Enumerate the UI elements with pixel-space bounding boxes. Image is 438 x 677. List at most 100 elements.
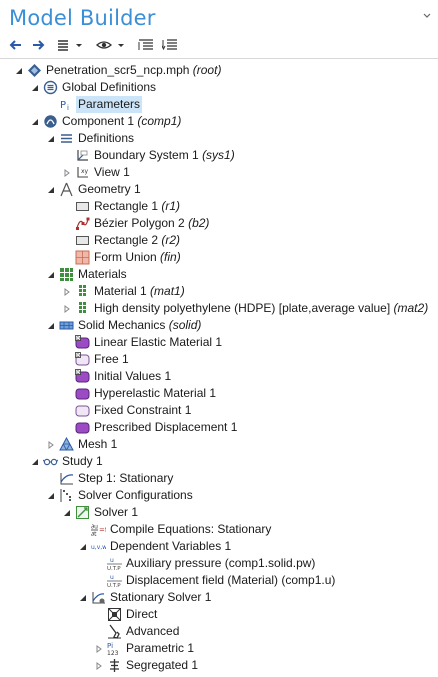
collapse-toggle[interactable] bbox=[46, 317, 56, 334]
tree-node[interactable]: Material 1 (mat1) bbox=[0, 283, 438, 300]
tree-node[interactable]: Boundary System 1 (sys1) bbox=[0, 147, 438, 164]
tree-node-label: Fixed Constraint 1 bbox=[92, 402, 193, 419]
tree-node[interactable]: Bézier Polygon 2 (b2) bbox=[0, 215, 438, 232]
tree-node-label: Segregated 1 bbox=[124, 657, 200, 674]
tree-node[interactable]: Solver 1 bbox=[0, 504, 438, 521]
tree-node-text: Displacement field (Material) (comp1.u) bbox=[126, 573, 336, 587]
svg-text:U.T.P: U.T.P bbox=[107, 566, 121, 571]
collapse-toggle[interactable] bbox=[78, 589, 88, 606]
tree-node[interactable]: Penetration_scr5_ncp.mph (root) bbox=[0, 62, 438, 79]
tree-node[interactable]: Advanced bbox=[0, 623, 438, 640]
tree-node[interactable]: Definitions bbox=[0, 130, 438, 147]
tree-node[interactable]: Prescribed Displacement 1 bbox=[0, 419, 438, 436]
vertical-scrollbar[interactable] bbox=[434, 62, 438, 674]
collapse-toggle[interactable] bbox=[46, 130, 56, 147]
collapse-toggle[interactable] bbox=[30, 79, 40, 96]
collapse-toggle[interactable] bbox=[62, 504, 72, 521]
collapsed-triangle-icon bbox=[96, 661, 102, 670]
tree-node[interactable]: Form Union (fin) bbox=[0, 249, 438, 266]
collapsed-triangle-icon bbox=[48, 440, 54, 449]
tree-node-label: Stationary Solver 1 bbox=[108, 589, 213, 606]
tree-node-label: Hyperelastic Material 1 bbox=[92, 385, 218, 402]
svg-text:D: D bbox=[76, 353, 80, 359]
expand-toggle[interactable] bbox=[94, 640, 104, 657]
collapse-toggle[interactable] bbox=[14, 62, 24, 79]
svg-text:P: P bbox=[60, 100, 66, 111]
panel-menu-chevron-icon[interactable] bbox=[422, 8, 432, 18]
collapse-toggle[interactable] bbox=[46, 266, 56, 283]
tree-node-text: Direct bbox=[126, 607, 158, 621]
list-icon bbox=[58, 40, 82, 51]
expand-toggle[interactable] bbox=[94, 657, 104, 674]
tree-node[interactable]: High density polyethylene (HDPE) [plate,… bbox=[0, 300, 438, 317]
tree-node[interactable]: Mesh 1 bbox=[0, 436, 438, 453]
tree-node-label: Auxiliary pressure (comp1.solid.pw) bbox=[124, 555, 317, 572]
tree-node[interactable]: Geometry 1 bbox=[0, 181, 438, 198]
collapse-toggle[interactable] bbox=[30, 453, 40, 470]
tree-node[interactable]: Step 1: Stationary bbox=[0, 470, 438, 487]
tree-node-label: Boundary System 1 (sys1) bbox=[92, 147, 237, 164]
tree-node-label: Penetration_scr5_ncp.mph (root) bbox=[44, 62, 223, 79]
tree-node[interactable]: Solver Configurations bbox=[0, 487, 438, 504]
view-icon: xy bbox=[75, 165, 90, 180]
collapse-toggle[interactable] bbox=[30, 113, 40, 130]
collapsed-triangle-icon bbox=[64, 168, 70, 177]
geometry-icon bbox=[59, 182, 74, 197]
tree-node[interactable]: Rectangle 1 (r1) bbox=[0, 198, 438, 215]
tree-node[interactable]: Fixed Constraint 1 bbox=[0, 402, 438, 419]
segregated-icon bbox=[107, 658, 122, 673]
tree-node[interactable]: Materials bbox=[0, 266, 438, 283]
tree-node[interactable]: Global Definitions bbox=[0, 79, 438, 96]
expanded-triangle-icon bbox=[48, 135, 54, 142]
tree-node[interactable]: Stationary Solver 1 bbox=[0, 589, 438, 606]
expand-toggle[interactable] bbox=[62, 164, 72, 181]
tree-node-label: Material 1 (mat1) bbox=[92, 283, 187, 300]
tree-node-label: Displacement field (Material) (comp1.u) bbox=[124, 572, 337, 589]
tree-node[interactable]: Segregated 1 bbox=[0, 657, 438, 674]
tree-node-label: Rectangle 2 (r2) bbox=[92, 232, 182, 249]
list-menu-button[interactable] bbox=[56, 36, 86, 54]
tree-node[interactable]: Rectangle 2 (r2) bbox=[0, 232, 438, 249]
forward-button[interactable] bbox=[32, 36, 46, 54]
svg-text:∂u: ∂u bbox=[91, 524, 98, 531]
domain-node-purple-icon bbox=[75, 386, 90, 401]
tree-node-tag: (fin) bbox=[160, 250, 181, 264]
tree-node-text: Solid Mechanics bbox=[78, 318, 166, 332]
expand-toggle[interactable] bbox=[62, 283, 72, 300]
back-button[interactable] bbox=[8, 36, 22, 54]
collapse-toggle[interactable] bbox=[78, 538, 88, 555]
tree-node-text: Study 1 bbox=[62, 454, 103, 468]
collapse-toggle[interactable] bbox=[46, 181, 56, 198]
tree-node[interactable]: Hyperelastic Material 1 bbox=[0, 385, 438, 402]
tree-node-tag: (mat1) bbox=[150, 284, 185, 298]
tree-node[interactable]: Solid Mechanics (solid) bbox=[0, 317, 438, 334]
expand-toggle[interactable] bbox=[62, 300, 72, 317]
tree-node[interactable]: Direct bbox=[0, 606, 438, 623]
expanded-triangle-icon bbox=[32, 84, 38, 91]
view-menu-button[interactable] bbox=[96, 36, 128, 54]
tree-node[interactable]: Component 1 (comp1) bbox=[0, 113, 438, 130]
tree-node-label: Form Union (fin) bbox=[92, 249, 183, 266]
svg-text:D: D bbox=[76, 370, 80, 376]
tree-node-text: Fixed Constraint 1 bbox=[94, 403, 192, 417]
expand-all-button[interactable] bbox=[138, 36, 154, 54]
svg-text:u: u bbox=[110, 574, 114, 581]
tree-node-label: Direct bbox=[124, 606, 159, 623]
collapse-all-button[interactable] bbox=[162, 36, 178, 54]
expand-toggle[interactable] bbox=[46, 436, 56, 453]
tree-node[interactable]: Study 1 bbox=[0, 453, 438, 470]
tree-node-text: Auxiliary pressure (comp1.solid.pw) bbox=[126, 556, 316, 570]
tree-node[interactable]: ∂u∂t=fCompile Equations: Stationary bbox=[0, 521, 438, 538]
collapse-toggle[interactable] bbox=[46, 487, 56, 504]
